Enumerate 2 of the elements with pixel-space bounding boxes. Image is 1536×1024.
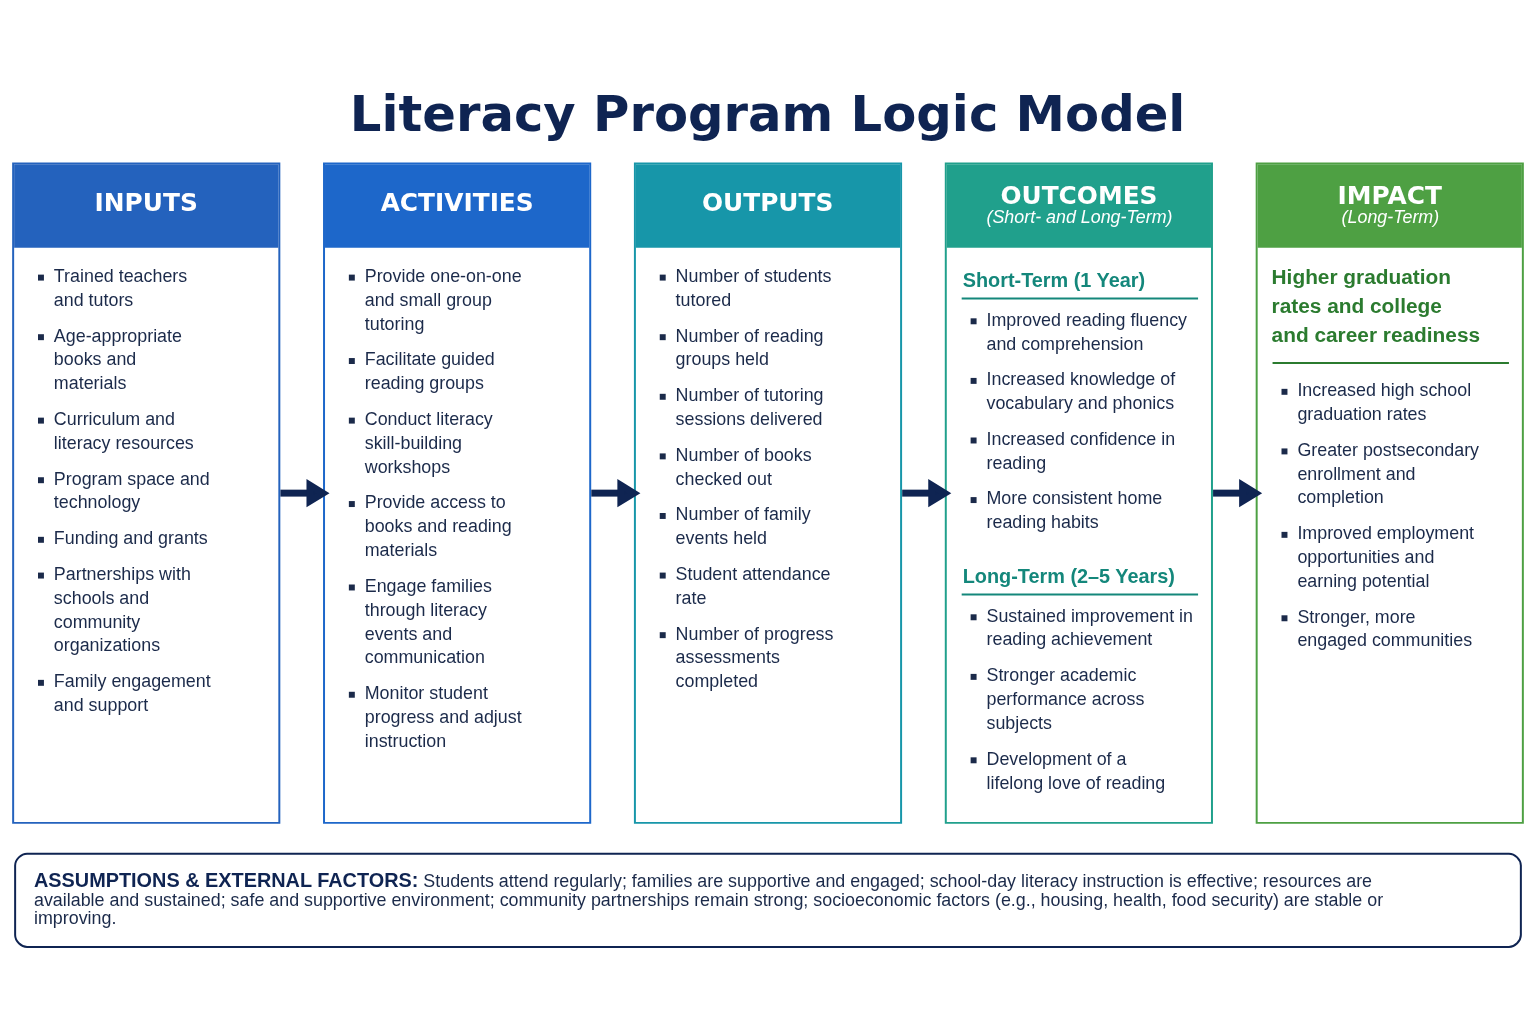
- diagram-title: Literacy Program Logic Model: [349, 85, 1186, 144]
- node-box: ASSUMPTIONS & EXTERNAL FACTORS: Students attend regularly; families are supportive and engaged; school-day literacy instruction is effective; resources are available and sustained; safe and supportive environment; community partnerships remain strong; socioeconomic factors (e.g., housing, health, food security) are stable or improving.: [14, 852, 1522, 949]
